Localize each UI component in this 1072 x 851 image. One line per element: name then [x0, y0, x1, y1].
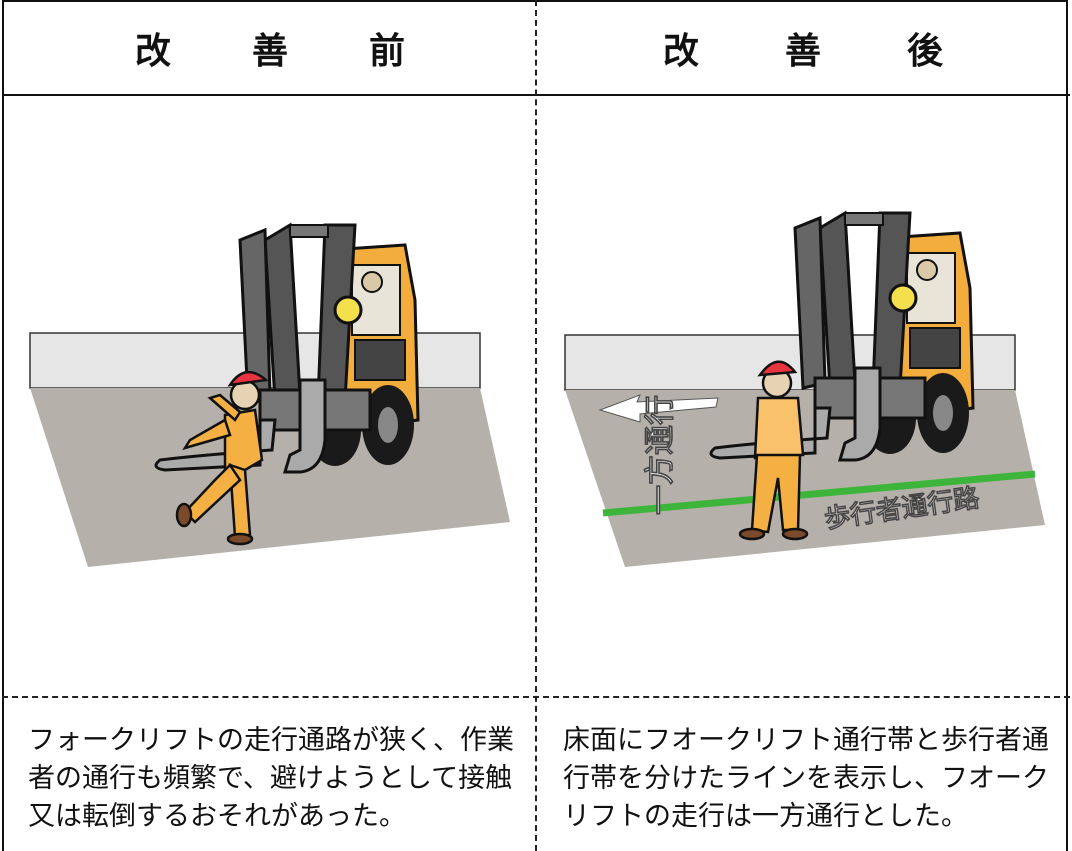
worker-standing-icon — [738, 360, 809, 541]
before-scene — [29, 223, 510, 567]
title-char: 改 — [135, 31, 172, 72]
title-char: 後 — [906, 31, 943, 72]
description-line: リフトの走行は一方通行とした。 — [563, 801, 968, 832]
after-title: 改 善 後 — [663, 22, 943, 74]
description-divider — [2, 696, 1070, 698]
pedestrian-lane-line — [602, 470, 1036, 517]
description-line: 者の通行も頻繁で、避けようとして接触 — [28, 763, 513, 794]
after-description: 床面にフオークリフト通行帯と歩行者通 行帯を分けたラインを表示し、フオーク リフ… — [563, 722, 1049, 836]
after-scene: 一方通行 歩行者通行路 — [564, 211, 1045, 567]
column-divider — [535, 0, 537, 851]
worker-dodging-icon — [175, 371, 269, 546]
before-description: フォークリフトの走行通路が狭く、作業 者の通行も頻繁で、避けようとして接触 又は… — [28, 722, 514, 836]
title-char: 善 — [251, 31, 288, 72]
description-line: フォークリフトの走行通路が狭く、作業 — [28, 725, 514, 756]
description-line: 又は転倒するおそれがあった。 — [28, 801, 406, 832]
title-char: 前 — [368, 31, 405, 72]
before-title: 改 善 前 — [135, 22, 405, 74]
title-char: 改 — [663, 31, 700, 72]
description-line: 行帯を分けたラインを表示し、フオーク — [563, 763, 1049, 794]
description-line: 床面にフオークリフト通行帯と歩行者通 — [563, 725, 1049, 756]
one-way-arrow-icon — [598, 394, 719, 423]
one-way-label: 一方通行 — [643, 395, 678, 515]
title-char: 善 — [784, 31, 821, 72]
